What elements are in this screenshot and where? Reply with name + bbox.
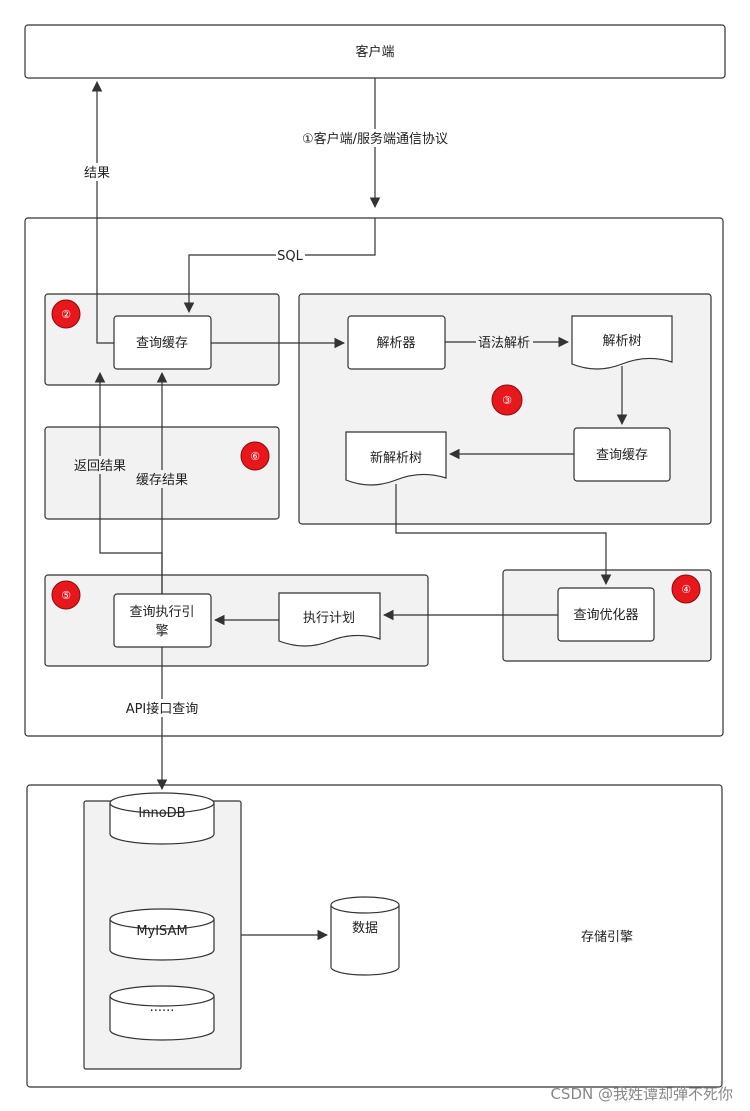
step-marker-2-label: ② [61, 308, 71, 321]
new-parse-tree-label: 新解析树 [370, 450, 422, 466]
exec-plan-label: 执行计划 [303, 611, 355, 626]
storage-engine-label: 存储引擎 [581, 930, 633, 945]
step-marker-6-label: ⑥ [250, 450, 260, 463]
step-marker-2 [51, 299, 81, 329]
step-marker-3-label: ③ [502, 394, 512, 407]
step-marker-3 [491, 384, 523, 416]
protocol-label-bg [298, 129, 452, 147]
step-marker-5 [51, 580, 81, 610]
exec-engine-label-1: 查询执行引 [129, 605, 194, 620]
data-cylinder [330, 896, 400, 976]
return-result-label: 返回结果 [74, 459, 126, 474]
syntax-parse-label: 语法解析 [478, 336, 530, 351]
parser-label: 解析器 [376, 336, 415, 351]
ellipsis-cylinder [109, 985, 215, 1041]
exec-engine-label-2: 擎 [155, 624, 168, 639]
return-result-label-bg [71, 456, 130, 474]
cache-result-label-bg [133, 470, 192, 488]
step-marker-4 [671, 574, 701, 604]
step-marker-4-label: ④ [681, 583, 691, 596]
myisam-label: MyISAM [136, 924, 187, 939]
result-label: 结果 [84, 166, 110, 181]
api-query-label: API接口查询 [126, 701, 199, 717]
exec-engine-box [113, 593, 212, 648]
ellipsis-db-label: ...... [150, 1000, 175, 1015]
parse-tree-doc [571, 315, 673, 370]
client-label: 客户端 [355, 44, 394, 60]
step-marker-5-label: ⑤ [61, 589, 71, 602]
parse-tree-label: 解析树 [602, 334, 641, 349]
protocol-label: ①客户端/服务端通信协议 [302, 131, 448, 147]
innodb-cylinder [109, 792, 215, 845]
data-label: 数据 [352, 921, 378, 936]
innodb-label: InnoDB [138, 806, 185, 821]
step-marker-6 [240, 441, 270, 471]
cache-result-label: 缓存结果 [136, 473, 188, 488]
result-label-bg [81, 163, 113, 181]
preprocessor-label: 查询缓存 [596, 448, 648, 463]
watermark: CSDN @我姓谭却弹不死你 [550, 1085, 733, 1103]
sql-label: SQL [277, 249, 303, 264]
query-cache-label: 查询缓存 [136, 336, 188, 351]
arrow-newtree-to-optimizer [395, 484, 612, 586]
new-parse-tree-doc [345, 431, 447, 486]
sql-label-bg [276, 247, 305, 263]
optimizer-label: 查询优化器 [573, 608, 638, 623]
exec-plan-doc [278, 592, 381, 647]
syntax-parse-label-bg [476, 333, 533, 351]
myisam-cylinder [109, 908, 215, 961]
api-query-label-bg [122, 699, 202, 717]
